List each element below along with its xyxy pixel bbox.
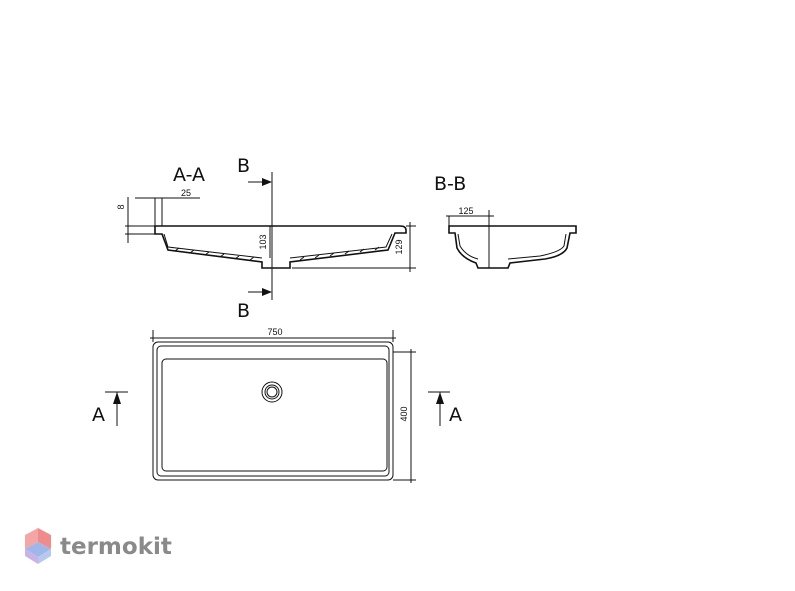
dimension-25: 25 <box>135 188 200 226</box>
dimension-103-label: 103 <box>258 234 268 249</box>
dimension-129-label: 129 <box>394 239 404 254</box>
section-bb-inner-profile <box>457 233 567 260</box>
section-a-right-label: A <box>449 404 462 426</box>
section-b-cut-line: B B <box>237 155 273 322</box>
logo-text: termokit <box>60 534 172 560</box>
section-bb-title: B-B <box>434 173 466 195</box>
logo-hexagon-icon <box>25 528 51 564</box>
dimension-400-label: 400 <box>399 406 409 421</box>
dimension-125-label: 125 <box>458 206 473 216</box>
plan-outer-outline <box>152 341 394 481</box>
termokit-logo: termokit <box>25 528 172 564</box>
section-bb-profile <box>448 225 577 269</box>
section-aa-title: A-A <box>173 164 205 186</box>
dimension-750-label: 750 <box>267 327 282 337</box>
section-a-left-marker: A <box>92 391 128 426</box>
dimension-129: 129 <box>292 222 416 272</box>
dimension-25-label: 25 <box>181 188 191 198</box>
section-aa-hatching <box>174 246 380 261</box>
plan-view: 750 400 A A <box>92 327 462 483</box>
section-aa-inner-profile <box>163 233 393 259</box>
dimension-8: 8 <box>116 197 155 243</box>
section-aa: A-A 8 25 B <box>116 155 416 322</box>
dimension-750: 750 <box>150 327 396 342</box>
drain-outer-icon <box>261 381 283 403</box>
dimension-400: 400 <box>393 349 416 483</box>
plan-rim-line <box>156 345 390 477</box>
plan-bowl-outline <box>161 358 388 472</box>
section-a-left-label: A <box>92 404 105 426</box>
section-aa-profile <box>154 225 407 269</box>
drain-core-icon <box>266 386 278 398</box>
dimension-8-label: 8 <box>116 204 126 209</box>
drain-inner-icon <box>264 384 280 400</box>
section-bb: B-B 125 <box>434 173 577 269</box>
dimension-103: 103 <box>258 226 271 258</box>
section-b-top-label: B <box>237 155 250 177</box>
section-a-right-marker: A <box>428 391 462 426</box>
dimension-125: 125 <box>446 206 494 268</box>
section-b-bottom-label: B <box>237 300 250 322</box>
